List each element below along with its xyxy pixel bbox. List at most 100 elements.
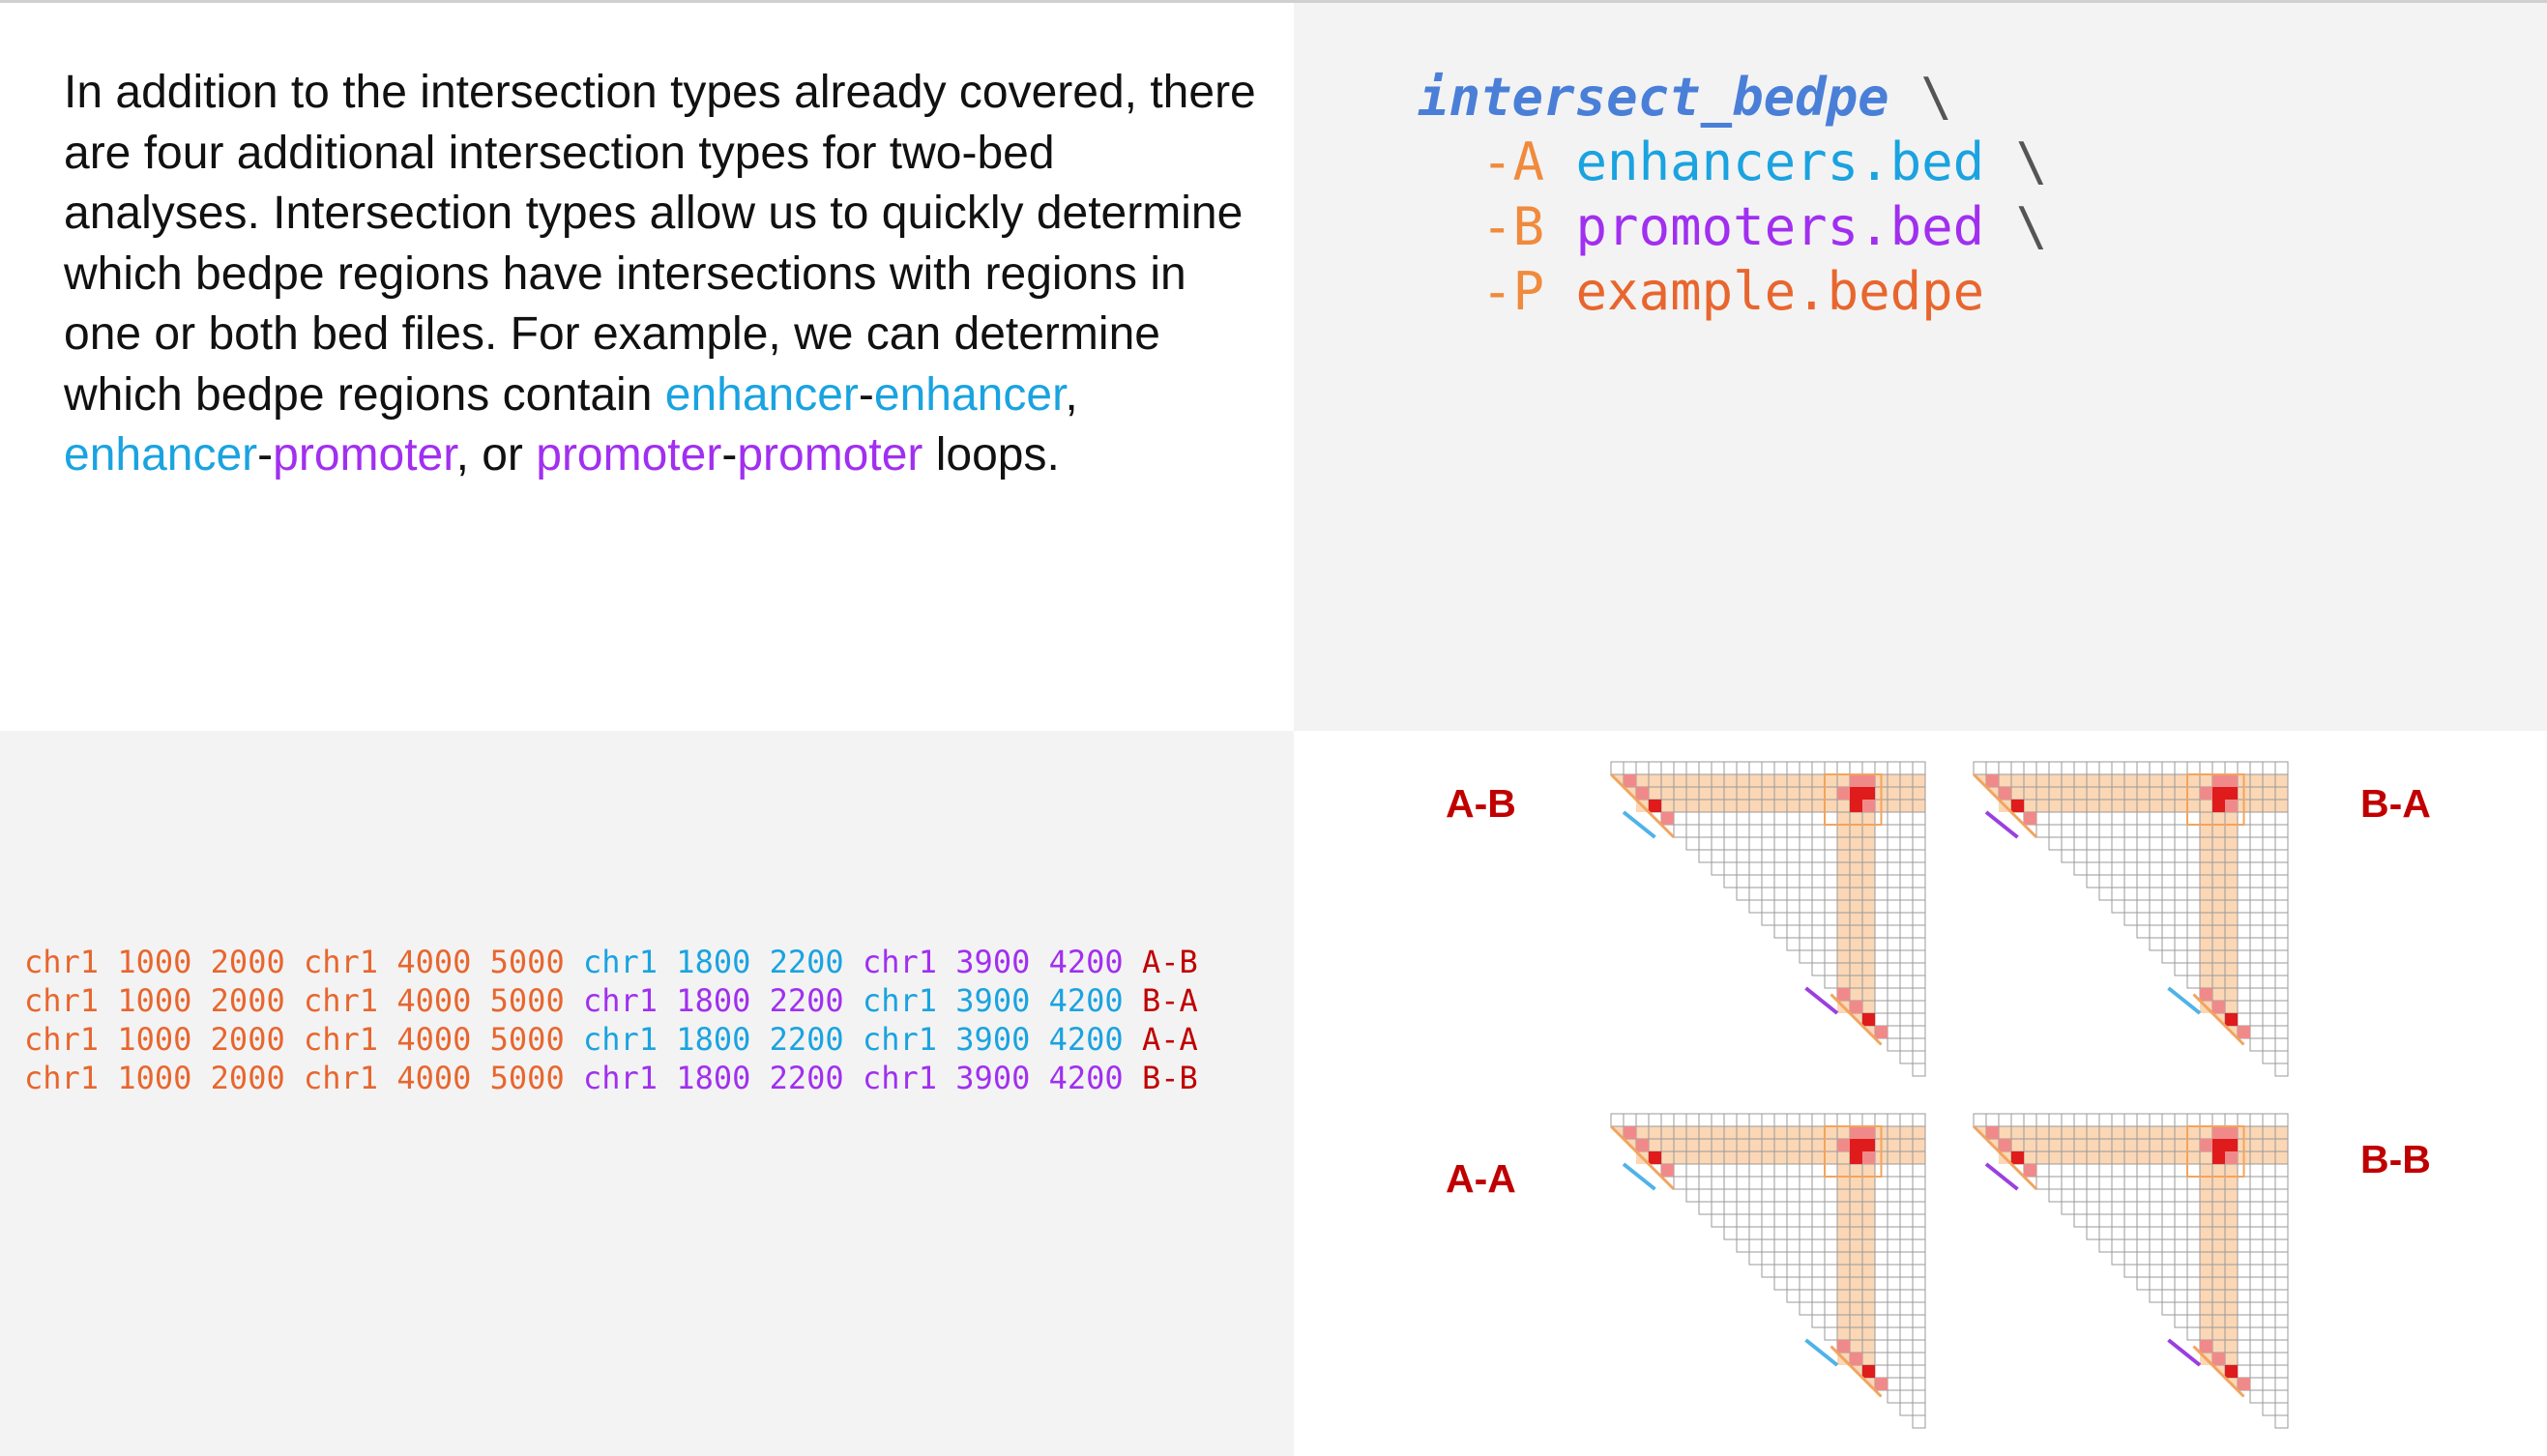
loop-hotspot [2200,787,2212,800]
matrix-cell [2086,1226,2100,1240]
top-divider [0,0,2547,3]
matrix-cell [2174,937,2188,951]
matrix-cell [1748,1201,1763,1215]
matrix-cell [2237,924,2251,939]
matrix-cell [1899,937,1914,951]
matrix-cell [2274,761,2289,775]
matrix-cell [1736,1238,1750,1253]
matrix-cell [1748,1113,1763,1127]
matrix-cell [2274,824,2289,838]
matrix-cell [2086,1213,2100,1228]
matrix-cell [1899,861,1914,876]
matrix-cell [1824,975,1838,989]
matrix-cell [2262,975,2276,989]
matrix-cell [2123,824,2138,838]
matrix-cell [2136,899,2151,914]
diagonal-signal [1875,1378,1888,1390]
matrix-cell [1623,761,1637,775]
matrix-cell [2123,811,2138,826]
matrix-cell [1824,861,1838,876]
matrix-cell [2224,1113,2239,1127]
matrix-cell [1773,1163,1788,1178]
matrix-cell [1899,1188,1914,1203]
matrix-cell [1736,1188,1750,1203]
matrix-cell [1685,1188,1700,1203]
matrix-cell [2149,1163,2163,1178]
matrix-cell [2111,1176,2125,1190]
matrix-cell [1748,811,1763,826]
matrix-cell [1899,1037,1914,1052]
matrix-cell [2262,849,2276,863]
matrix-cell [2211,761,2226,775]
matrix-cell [1723,849,1738,863]
matrix-cell [1673,824,1687,838]
matrix-cell [2161,887,2176,901]
matrix-cell [2174,887,2188,901]
matrix-cell [2073,849,2088,863]
matrix-cell [1685,811,1700,826]
matrix-cell [2249,1226,2264,1240]
matrix-cell [1773,912,1788,926]
matrix-cell [1773,1201,1788,1215]
matrix-cell [1824,1226,1838,1240]
matrix-cell [1773,1188,1788,1203]
matrix-cell [2274,1063,2289,1077]
loop-hotspot [1850,1126,1862,1139]
matrix-cell [2149,937,2163,951]
matrix-cell [2274,912,2289,926]
matrix-cell [1824,887,1838,901]
matrix-cell [1723,824,1738,838]
matrix-cell [1786,1289,1800,1303]
diagonal-signal [1999,1139,2011,1151]
matrix-cell [2035,1163,2050,1178]
matrix-cell [1786,761,1800,775]
matrix-cell [2098,887,2113,901]
matrix-cell [2262,1364,2276,1379]
matrix-cell [2274,1314,2289,1328]
matrix-cell [1887,1377,1901,1391]
matrix-cell [2111,861,2125,876]
dash: - [858,368,874,421]
matrix-cell [2098,1201,2113,1215]
matrix-cell [1660,761,1675,775]
matrix-cell [1887,861,1901,876]
matrix-cell [2249,937,2264,951]
matrix-cell [2262,1238,2276,1253]
matrix-cell [1610,761,1625,775]
matrix-cell [1799,1163,1813,1178]
matrix-cell [1811,1238,1826,1253]
matrix-cell [1799,761,1813,775]
matrix-cell [2111,1251,2125,1266]
matrix-cell [1711,824,1725,838]
matrix-cell [2237,1326,2251,1341]
matrix-cell [1799,1301,1813,1316]
matrix-cell [2262,1113,2276,1127]
matrix-cell [2274,1000,2289,1014]
matrix-cell [2249,1000,2264,1014]
matrix-cell [2262,962,2276,976]
matrix-cell [1711,849,1725,863]
matrix-cell [2136,1201,2151,1215]
matrix-cell [1811,962,1826,976]
matrix-cell [2149,861,2163,876]
matrix-cell [2136,1176,2151,1190]
matrix-cell [2249,1339,2264,1354]
matrix-cell [2098,849,2113,863]
matrix-cell [1899,1012,1914,1027]
matrix-cell [1899,1050,1914,1064]
matrix-cell [2274,1289,2289,1303]
matrix-cell [2174,761,2188,775]
matrix-cell [2262,1188,2276,1203]
matrix-cell [1773,836,1788,851]
command-name: intersect_bedpe [1418,67,1889,128]
loop-hotspot [1862,774,1875,787]
matrix-cell [2123,1226,2138,1240]
matrix-cell [1912,975,1926,989]
matrix-cell [1623,1113,1637,1127]
matrix-cell [1761,849,1775,863]
matrix-cell [2174,874,2188,888]
matrix-cell [1899,1339,1914,1354]
matrix-cell [2073,1213,2088,1228]
column-band [2200,1126,2238,1365]
matrix-cell [2186,962,2201,976]
